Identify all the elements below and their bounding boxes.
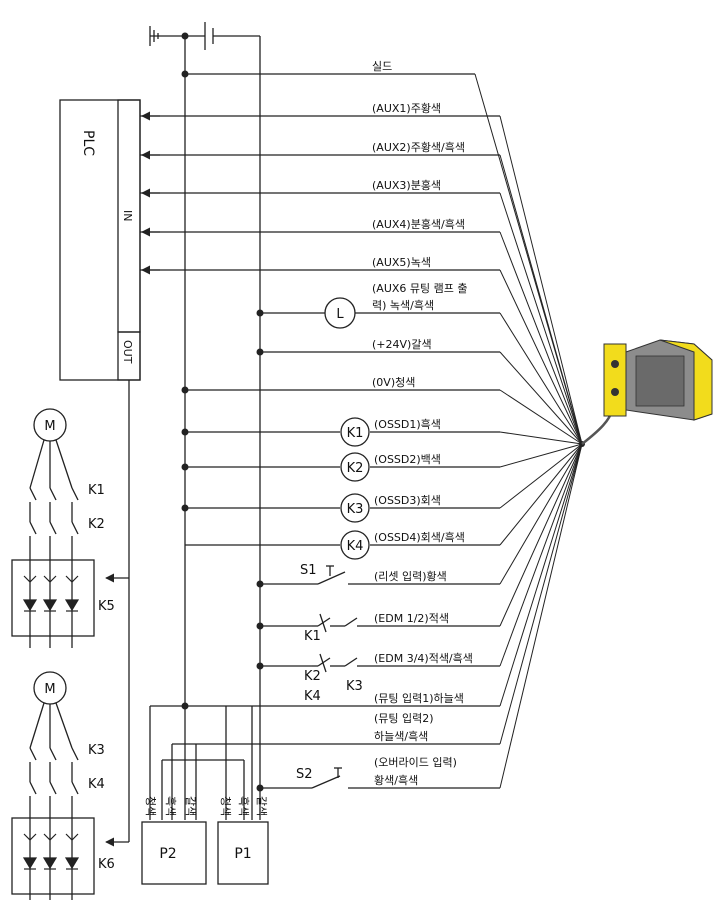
wire-label-shield: 실드 (372, 60, 392, 73)
edm-k1-label: K1 (304, 629, 321, 644)
edm-k2-label: K2 (304, 669, 321, 684)
p2-pin-2: 흑색 (164, 796, 178, 816)
wire-label-aux5: (AUX5)녹색 (372, 256, 431, 269)
motor-2-contact-b: K4 (88, 777, 105, 792)
wire-label-ossd3: (OSSD3)회색 (374, 494, 441, 507)
relay-k1-label: K1 (347, 426, 364, 441)
wire-label-mute2-line1: (뮤팅 입력2) (374, 712, 434, 725)
switch-s1-label: S1 (300, 563, 317, 578)
wire-label-aux2: (AUX2)주황색/흑색 (372, 140, 465, 154)
wire-label-edm12: (EDM 1/2)적색 (374, 612, 449, 625)
plc-out-label: OUT (121, 340, 134, 364)
sensor-p2-label: P2 (159, 846, 176, 862)
wire-label-mute2-line2: 하늘색/흑색 (374, 729, 428, 743)
wire-label-reset: (리셋 입력)황색 (374, 570, 447, 583)
p1-pin-2: 흑색 (237, 796, 251, 816)
p1-pin-3: 갈색 (255, 796, 269, 816)
relay-k4-label: K4 (347, 539, 364, 554)
motor-2-driver: K6 (98, 857, 115, 872)
edm-k4-label: K4 (304, 689, 321, 704)
motor-1-contact-b: K2 (88, 517, 105, 532)
wire-label-ossd2: (OSSD2)백색 (374, 453, 441, 466)
wire-label-aux3: (AUX3)분홍색 (372, 178, 441, 192)
wire-label-aux1: (AUX1)주황색 (372, 102, 441, 115)
wire-label-aux4: (AUX4)분홍색/흑색 (372, 217, 465, 231)
edm-k3-label: K3 (346, 679, 363, 694)
p1-pin-1: 청색 (219, 796, 232, 816)
wire-label-0v: (0V)청색 (372, 376, 415, 389)
relay-k2-label: K2 (347, 461, 364, 476)
p2-pin-3: 갈색 (184, 796, 198, 816)
wire-label-aux6-line1: (AUX6 뮤팅 램프 출 (372, 282, 468, 295)
p2-pin-1: 청색 (144, 796, 157, 816)
wire-label-mute1: (뮤팅 입력1)하늘색 (374, 691, 464, 705)
motor-2-contact-a: K3 (88, 743, 105, 758)
plc-in-label: IN (121, 210, 134, 221)
switch-s2-label: S2 (296, 767, 313, 782)
motor-1-contact-a: K1 (88, 483, 105, 498)
motor-2-symbol: M (44, 682, 55, 697)
safety-device-icon (581, 339, 713, 445)
plc-title: PLC (80, 130, 96, 156)
wire-label-ossd4: (OSSD4)회색/흑색 (374, 530, 465, 544)
sensor-p1-label: P1 (234, 846, 251, 862)
lamp-label: L (336, 307, 344, 322)
wire-label-edm34: (EDM 3/4)적색/흑색 (374, 651, 473, 665)
wire-label-override-line2: 황색/흑색 (374, 773, 418, 787)
wire-label-ossd1: (OSSD1)흑색 (374, 417, 441, 431)
motor-1-driver: K5 (98, 599, 115, 614)
wire-label-aux6-line2: 력) 녹색/흑색 (372, 298, 434, 312)
wire-label-override-line1: (오버라이드 입력) (374, 756, 457, 769)
wire-label-24v: (+24V)갈색 (372, 337, 432, 351)
motor-1-symbol: M (44, 419, 55, 434)
relay-k3-label: K3 (347, 502, 364, 517)
